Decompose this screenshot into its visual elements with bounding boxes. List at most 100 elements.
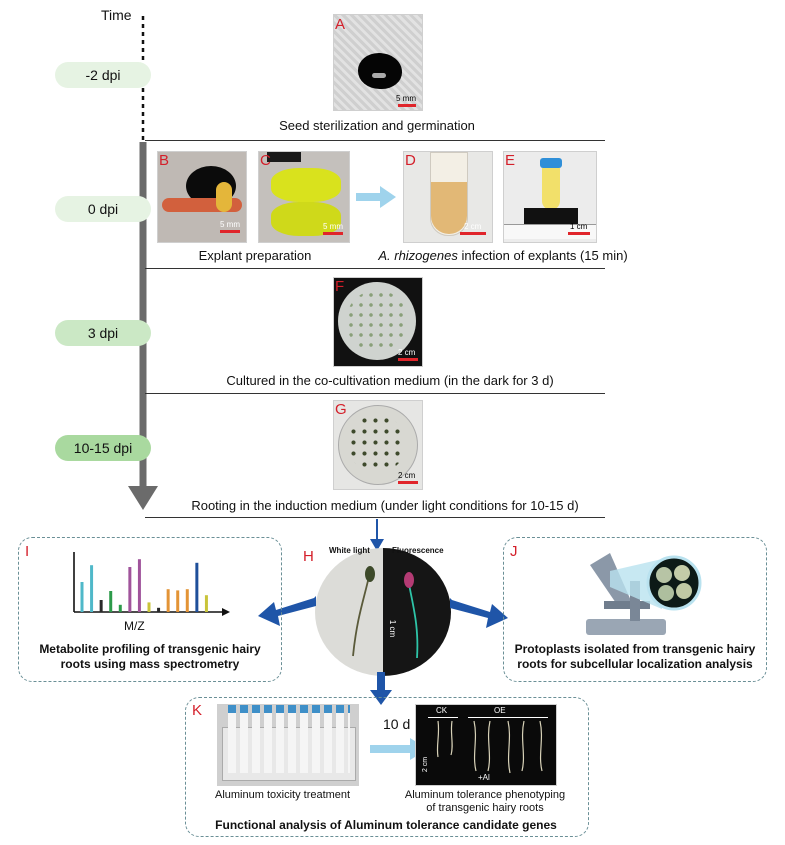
- scale-label: 2 cm: [398, 471, 416, 480]
- fluorescence-half: [383, 548, 451, 676]
- divider-3: [145, 393, 605, 394]
- white-light-half: [315, 548, 383, 676]
- stage-pill-0: 0 dpi: [55, 196, 151, 222]
- explant-dots: [346, 290, 408, 352]
- ck-bracket: [428, 717, 458, 718]
- root-tip-white: [365, 566, 375, 582]
- photo-rooting-dish: 2 cm: [333, 400, 423, 490]
- protoplast-cell: [658, 585, 674, 601]
- arrow-shape: [370, 672, 392, 705]
- arrow-10d: [370, 738, 428, 760]
- panel-letter-f: F: [335, 278, 345, 295]
- panel-letter-j: J: [510, 543, 518, 560]
- scale-bar: [220, 230, 240, 233]
- caption-phenotyping-line1: Aluminum tolerance phenotyping: [404, 789, 566, 801]
- tube-row: [228, 709, 350, 773]
- caption-protoplast-line2: roots for subcellular localization analy…: [517, 657, 753, 671]
- scale-label: 1 cm: [570, 222, 588, 231]
- scale-label: 2 cm: [398, 348, 416, 357]
- caption-cocultivation: Cultured in the co-cultivation medium (i…: [226, 373, 554, 388]
- root-white: [352, 575, 370, 657]
- arrow-h-to-j: [450, 598, 508, 628]
- panel-letter-b: B: [159, 152, 170, 169]
- scale-bar: [398, 104, 416, 107]
- scale-label: 5 mm: [220, 220, 240, 229]
- ms-axis-label: M/Z: [124, 619, 145, 633]
- hairy-root: [473, 720, 477, 772]
- panel-i-box: [18, 537, 282, 682]
- hairy-root: [521, 720, 525, 772]
- explant-dots: [348, 415, 406, 473]
- ruler-shape: [504, 224, 596, 239]
- caption-phenotyping-line2: of transgenic hairy roots: [426, 802, 544, 814]
- species-name: A. rhizogenes: [378, 248, 458, 263]
- scale-label: 5 mm: [396, 94, 416, 103]
- caption-aluminum-toxicity: Aluminum toxicity treatment: [215, 789, 351, 801]
- protoplast-cell: [656, 567, 672, 583]
- photo-seed: 5 mm: [333, 14, 423, 111]
- panel-j-box: [503, 537, 767, 682]
- protoplast-view: [646, 555, 702, 611]
- caption-explant-preparation: Explant preparation: [198, 248, 312, 263]
- seed-shape: [358, 53, 402, 89]
- photo-infection-shaker: 1 cm: [503, 151, 597, 243]
- tube-holder: [524, 208, 578, 224]
- scale-bar: [323, 232, 343, 235]
- panel-letter-e: E: [505, 152, 516, 169]
- caption-seed-sterilization: Seed sterilization and germination: [279, 118, 475, 133]
- panel-letter-c: C: [260, 152, 271, 169]
- divider-4: [145, 517, 605, 518]
- scale-bar: [398, 358, 418, 361]
- caption-metabolite-line2: roots using mass spectrometry: [60, 657, 240, 671]
- divider-2: [145, 268, 605, 269]
- microscope-column: [630, 581, 640, 621]
- arrow-shape: [450, 598, 508, 628]
- tube-liquid: [431, 182, 467, 234]
- scale-label: 5 mm: [323, 222, 343, 231]
- scale-label: 2 cm: [464, 222, 482, 231]
- oe-label: OE: [494, 706, 506, 715]
- photo-infection-tube: 2 cm: [403, 151, 493, 243]
- arrow-c-to-d: [356, 186, 396, 208]
- ms-x-axis-arrowhead: [222, 608, 230, 616]
- panel-k-box: [185, 697, 589, 837]
- panel-letter-i: I: [25, 543, 30, 560]
- divider-1: [145, 140, 605, 141]
- timeline-arrowhead: [128, 486, 158, 510]
- protoplast-cell: [676, 583, 692, 599]
- photo-explant-b: 5 mm: [157, 151, 247, 243]
- cotyledon-shape: [271, 202, 341, 236]
- al-label: +Al: [478, 773, 490, 782]
- photo-root-phenotype: CK OE +Al 2 cm: [415, 704, 557, 786]
- scale-bar: [398, 481, 418, 484]
- root-fluorescent: [408, 583, 419, 659]
- scale-bar: [460, 232, 486, 235]
- h-scale-label: 1 cm: [388, 619, 398, 638]
- microscope-base: [586, 619, 666, 635]
- hairy-root: [539, 720, 543, 772]
- arrow-h-to-k: [370, 672, 392, 705]
- stage-pill-minus2: -2 dpi: [55, 62, 151, 88]
- tube-cap: [540, 158, 562, 168]
- arrow-down-to-h: [370, 519, 384, 551]
- radicle-tip: [216, 182, 232, 212]
- scale-bar: [568, 232, 590, 235]
- hairy-root: [436, 720, 440, 758]
- microscope-stage: [604, 601, 650, 609]
- caption-rhizogenes-infection: A. rhizogenes infection of explants (15 …: [368, 248, 638, 263]
- caption-rooting: Rooting in the induction medium (under l…: [191, 498, 579, 513]
- stage-pill-10-15: 10-15 dpi: [55, 435, 151, 461]
- arrow-shape: [356, 186, 396, 208]
- panel-letter-k: K: [192, 702, 203, 719]
- hairy-root: [450, 720, 453, 756]
- mass-spectrum-chart: [73, 552, 230, 616]
- arrow-shape: [258, 596, 316, 626]
- caption-rest: infection of explants (15 min): [457, 248, 628, 263]
- microscope-illustration: [586, 553, 702, 635]
- arrow-head: [370, 539, 384, 551]
- panel-letter-h: H: [303, 548, 314, 565]
- caption-metabolite-line1: Metabolite profiling of transgenic hairy: [39, 642, 261, 656]
- caption-functional-analysis: Functional analysis of Aluminum toleranc…: [215, 818, 557, 832]
- hairy-root-ellipse: [315, 548, 451, 676]
- time-label: Time: [101, 7, 132, 23]
